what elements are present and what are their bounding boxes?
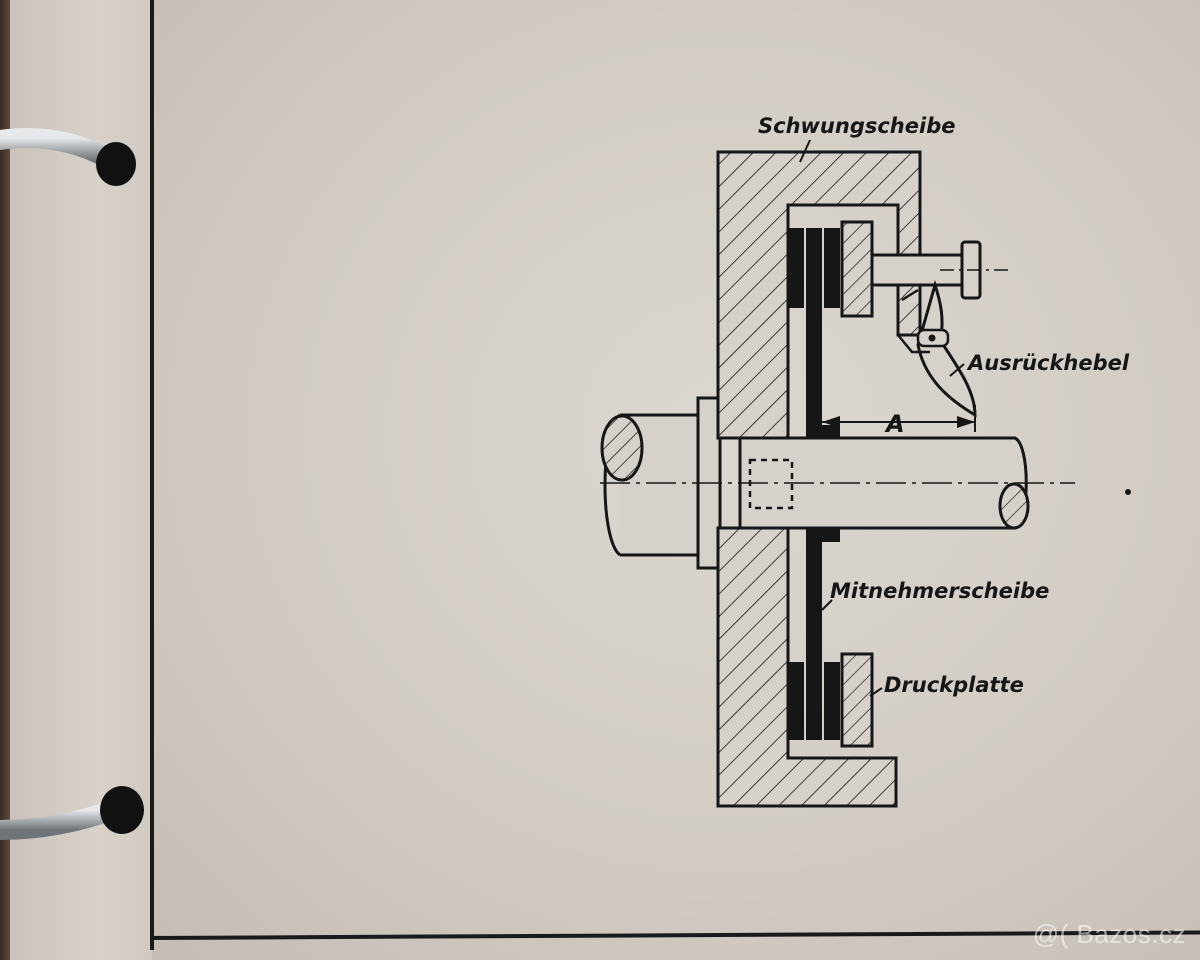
release-lever <box>870 240 1010 418</box>
leader-flywheel <box>799 139 811 163</box>
binder-ring-bottom <box>0 786 144 840</box>
leader-release-lever <box>949 363 965 377</box>
watermark: @( Bazos.cz <box>1032 919 1186 949</box>
label-dimension-a: A <box>884 410 905 438</box>
leader-clutch-disc <box>821 599 833 611</box>
label-release-lever: Ausrückhebel <box>966 351 1130 375</box>
binder-ring-top <box>0 128 136 186</box>
dimension-a <box>822 405 976 432</box>
label-pressure-plate: Druckplatte <box>884 673 1024 697</box>
label-flywheel: Schwungscheibe <box>758 114 955 138</box>
pressure-plate-top <box>840 220 874 318</box>
label-clutch-disc: Mitnehmerscheibe <box>830 579 1049 603</box>
page-frame-left-line <box>150 0 154 950</box>
leader-pressure-plate <box>869 687 883 697</box>
input-shaft <box>600 413 702 557</box>
output-shaft <box>600 436 1075 530</box>
ink-dot <box>1125 489 1131 495</box>
pressure-plate-bottom <box>840 652 874 748</box>
clutch-disc <box>788 228 840 740</box>
